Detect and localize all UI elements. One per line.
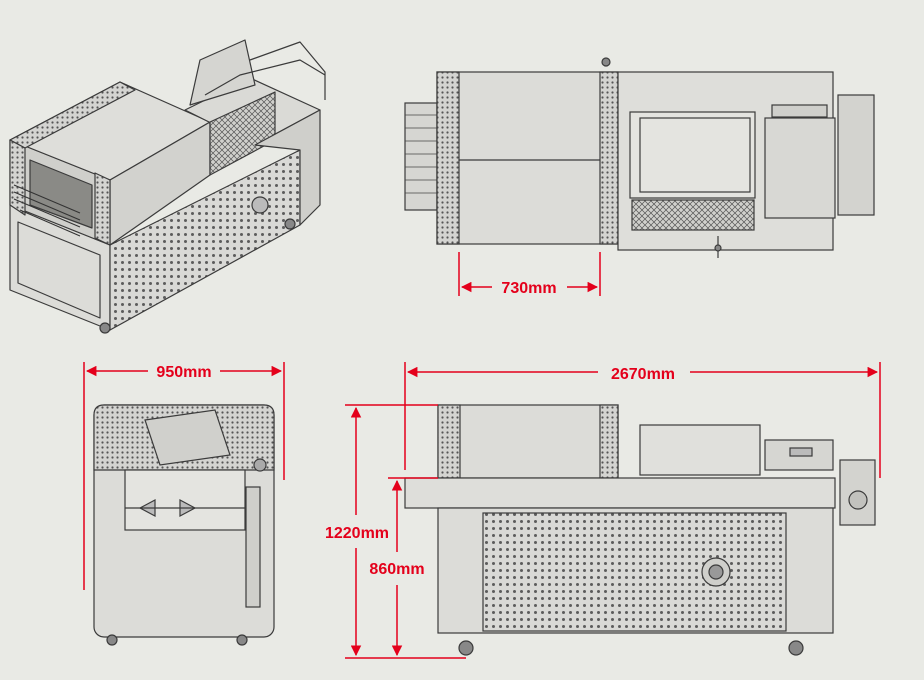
front-wheel	[458, 640, 474, 656]
front-hood-right-frame	[599, 404, 619, 479]
iso-conveyor-rollers	[13, 184, 81, 237]
top-tunnel-right-frame	[599, 71, 619, 245]
front-hood-left-frame	[437, 404, 461, 479]
side-sealing-arm	[144, 409, 231, 466]
dim-label-950: 950mm	[156, 364, 211, 381]
front-fan-hub	[708, 564, 724, 580]
side-sealing-window	[124, 469, 246, 531]
dim-860	[388, 477, 438, 657]
top-infeed-conveyor	[404, 102, 438, 211]
dim-730	[458, 252, 601, 296]
iso-sealer-side	[254, 109, 321, 226]
dim-1220	[345, 404, 466, 659]
iso-wheel	[284, 218, 296, 230]
front-display	[789, 447, 813, 457]
side-view	[83, 362, 285, 646]
side-wheel	[236, 634, 248, 646]
top-knob-icon	[601, 57, 611, 67]
side-gauge-icon	[253, 458, 267, 472]
iso-film-rack	[249, 41, 326, 100]
front-tunnel-hood	[437, 404, 619, 479]
front-sealer-top	[639, 424, 761, 476]
top-tunnel-body	[436, 71, 618, 245]
iso-tunnel-frame-right	[94, 172, 111, 246]
top-tunnel-left-frame	[436, 71, 460, 245]
top-sealing-window	[639, 117, 751, 193]
iso-tunnel-frame-left	[9, 139, 26, 216]
dim-label-2670: 2670mm	[611, 366, 675, 383]
iso-wheel	[99, 322, 111, 334]
top-film-rack	[837, 94, 875, 216]
front-perforated-panel	[482, 512, 787, 632]
dim-label-860: 860mm	[369, 561, 424, 578]
top-control-panel	[771, 104, 828, 118]
front-view	[345, 362, 881, 659]
dim-label-730: 730mm	[501, 280, 556, 297]
top-handle-knob-icon	[714, 244, 722, 252]
top-sealing-table	[629, 111, 756, 199]
dim-2670	[404, 362, 881, 478]
iso-cabinet-door	[17, 221, 101, 319]
front-wheel	[788, 640, 804, 656]
iso-control-box	[189, 39, 256, 106]
top-view	[404, 57, 875, 296]
side-hinge-strip	[245, 486, 261, 608]
top-film-unit	[764, 117, 836, 219]
side-wheel	[106, 634, 118, 646]
dim-label-1220: 1220mm	[325, 525, 389, 542]
iso-fan-icon	[251, 196, 269, 214]
dim-950	[83, 362, 285, 590]
isometric-view	[9, 39, 326, 334]
front-film-roll-icon	[848, 490, 868, 510]
front-table	[404, 477, 836, 509]
iso-sealing-arm	[204, 59, 326, 96]
top-waste-basket	[631, 199, 755, 231]
